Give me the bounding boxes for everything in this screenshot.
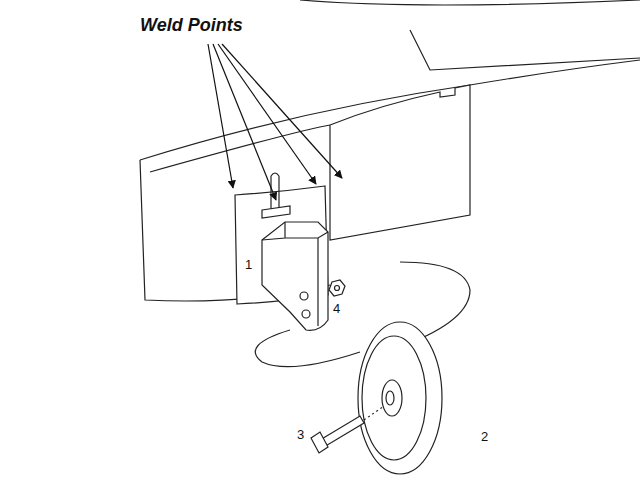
leader-line bbox=[213, 44, 276, 200]
bolt-shank bbox=[320, 416, 364, 447]
nut-hole bbox=[335, 286, 340, 291]
deck-top bbox=[410, 30, 640, 70]
wheel-rim bbox=[362, 336, 426, 460]
wheel-hub bbox=[382, 380, 402, 416]
wheel bbox=[358, 322, 442, 474]
callout-heading: Weld Points bbox=[140, 16, 243, 34]
bolt-head bbox=[311, 432, 328, 453]
nut bbox=[329, 280, 345, 296]
callout-number: 4 bbox=[332, 302, 341, 315]
hub-bore bbox=[386, 391, 394, 405]
skirt-plate bbox=[330, 85, 470, 240]
leader-line bbox=[222, 44, 342, 178]
pin bbox=[271, 173, 279, 212]
bolt-axis bbox=[364, 406, 384, 420]
pin-base bbox=[262, 206, 290, 218]
bracket-hole bbox=[300, 292, 308, 300]
leader-line bbox=[218, 44, 316, 184]
leader-line bbox=[208, 44, 233, 188]
bracket-hole bbox=[302, 310, 310, 318]
detail-loop bbox=[255, 262, 470, 367]
deck-top bbox=[300, 0, 640, 5]
callout-number: 3 bbox=[296, 428, 305, 441]
callout-number: 2 bbox=[480, 430, 489, 443]
bracket-edge bbox=[262, 222, 328, 326]
callout-number: 1 bbox=[244, 258, 253, 271]
wheel-bracket bbox=[262, 222, 328, 330]
